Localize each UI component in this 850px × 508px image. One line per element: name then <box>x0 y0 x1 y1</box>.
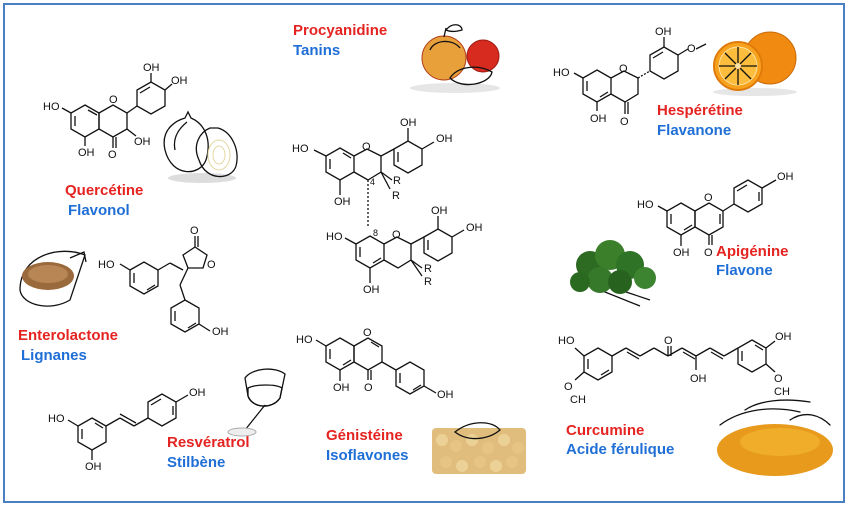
curcumin-carbonyl-o: O <box>664 335 673 347</box>
procyanidin-position-4: 4 <box>370 177 375 187</box>
procyanidin-ho-upper: HO <box>292 143 309 155</box>
procyanidin-oh-lower-a: OH <box>363 284 380 296</box>
genisteine-class: Isoflavones <box>326 447 409 464</box>
curcumine-class: Acide férulique <box>566 441 675 458</box>
genistein-oh-5: OH <box>333 382 350 394</box>
flaxseed-image <box>19 250 87 307</box>
resveratrol-structure <box>67 393 189 460</box>
procyanidine-class: Tanins <box>293 42 341 59</box>
resveratrol-ho: HO <box>48 413 65 425</box>
curcumin-ho: HO <box>558 335 575 347</box>
procyanidin-ho-lower: HO <box>326 231 343 243</box>
hesperetin-carbonyl-o: O <box>620 116 629 128</box>
quercetin-ho: HO <box>43 101 60 113</box>
apigenin-oh-5: OH <box>673 247 690 259</box>
quercetin-oh-4: OH <box>78 147 95 159</box>
enterolactone-ho: HO <box>98 259 115 271</box>
resveratrol-class: Stilbène <box>167 454 226 471</box>
apigenine-class: Flavone <box>716 262 773 279</box>
procyanidin-r1: R <box>392 190 400 202</box>
procyanidin-oh-b3: OH <box>431 205 448 217</box>
hesperetine-name: Hespérétine <box>657 102 743 119</box>
hesperetin-o-methoxy: O <box>687 43 696 55</box>
enterolactone-ring-o: O <box>207 259 216 271</box>
wine-glass-image <box>227 368 286 437</box>
hesperetin-ho: HO <box>553 67 570 79</box>
genistein-carbonyl-o: O <box>364 382 373 394</box>
resveratrol-oh: OH <box>189 387 206 399</box>
apples-image <box>410 24 500 93</box>
apigenin-o-ring: O <box>704 192 713 204</box>
procyanidine-name: Procyanidine <box>293 22 388 39</box>
hesperetin-structure <box>573 37 707 114</box>
turmeric-image <box>717 399 833 476</box>
enterolactone-name: Enterolactone <box>18 327 119 344</box>
procyanidin-oh-b2: OH <box>436 133 453 145</box>
onion-image <box>163 110 238 183</box>
quercetin-structure <box>61 73 173 148</box>
genistein-ho: HO <box>296 334 313 346</box>
apigenin-structure <box>657 179 777 246</box>
hesperetin-o-ring: O <box>619 63 628 75</box>
quercetin-oh-2: OH <box>171 75 188 87</box>
procyanidin-oh-b1: OH <box>400 117 417 129</box>
apigenin-ho: HO <box>637 199 654 211</box>
hesperetin-oh: OH <box>655 26 672 38</box>
apigenin-oh: OH <box>777 171 794 183</box>
orange-image <box>713 31 797 96</box>
quercetine-name: Quercétine <box>65 182 144 199</box>
curcumin-o-methoxy-left: O <box>564 381 573 393</box>
procyanidin-o-upper: O <box>362 141 371 153</box>
quercetin-carbonyl-o: O <box>108 149 117 161</box>
curcumin-o-methoxy-right: O <box>774 373 783 385</box>
soybeans-image <box>432 422 526 474</box>
procyanidin-structure <box>313 128 465 283</box>
enterolactone-oh: OH <box>212 326 229 338</box>
quercetin-oh-3: OH <box>134 136 151 148</box>
genistein-o-ring: O <box>363 327 372 339</box>
procyanidin-r2: R <box>393 175 401 187</box>
enterolactone-carbonyl-o: O <box>190 225 199 237</box>
procyanidin-r3: R <box>424 276 432 288</box>
curcumine-name: Curcumine <box>566 422 645 439</box>
enterolactone-structure <box>119 236 211 333</box>
hesperetine-class: Flavanone <box>657 122 732 139</box>
procyanidin-oh-b4: OH <box>466 222 483 234</box>
quercetine-class: Flavonol <box>68 202 130 219</box>
procyanidin-position-8: 8 <box>373 228 378 238</box>
curcumin-oh: OH <box>775 331 792 343</box>
quercetin-oh-1: OH <box>143 62 160 74</box>
apigenin-carbonyl-o: O <box>704 247 713 259</box>
quercetin-o-atom: O <box>109 94 118 106</box>
genistein-oh: OH <box>437 389 454 401</box>
apigenine-name: Apigénine <box>716 243 789 260</box>
resveratrol-name: Resvératrol <box>167 434 250 451</box>
genisteine-name: Génistéine <box>326 427 403 444</box>
curcumin-structure <box>574 339 776 381</box>
procyanidin-oh-upper-a: OH <box>334 196 351 208</box>
curcumin-enol-oh: OH <box>690 373 707 385</box>
resveratrol-oh-lower: OH <box>85 461 102 473</box>
curcumin-ch3-left: CH <box>570 394 586 406</box>
parsley-image <box>570 240 656 307</box>
hesperetin-oh-5: OH <box>590 113 607 125</box>
genistein-structure <box>315 337 437 395</box>
procyanidin-r4: R <box>424 263 432 275</box>
curcumin-ch3-right: CH <box>774 386 790 398</box>
enterolactone-class: Lignanes <box>21 347 87 364</box>
procyanidin-o-lower: O <box>392 229 401 241</box>
